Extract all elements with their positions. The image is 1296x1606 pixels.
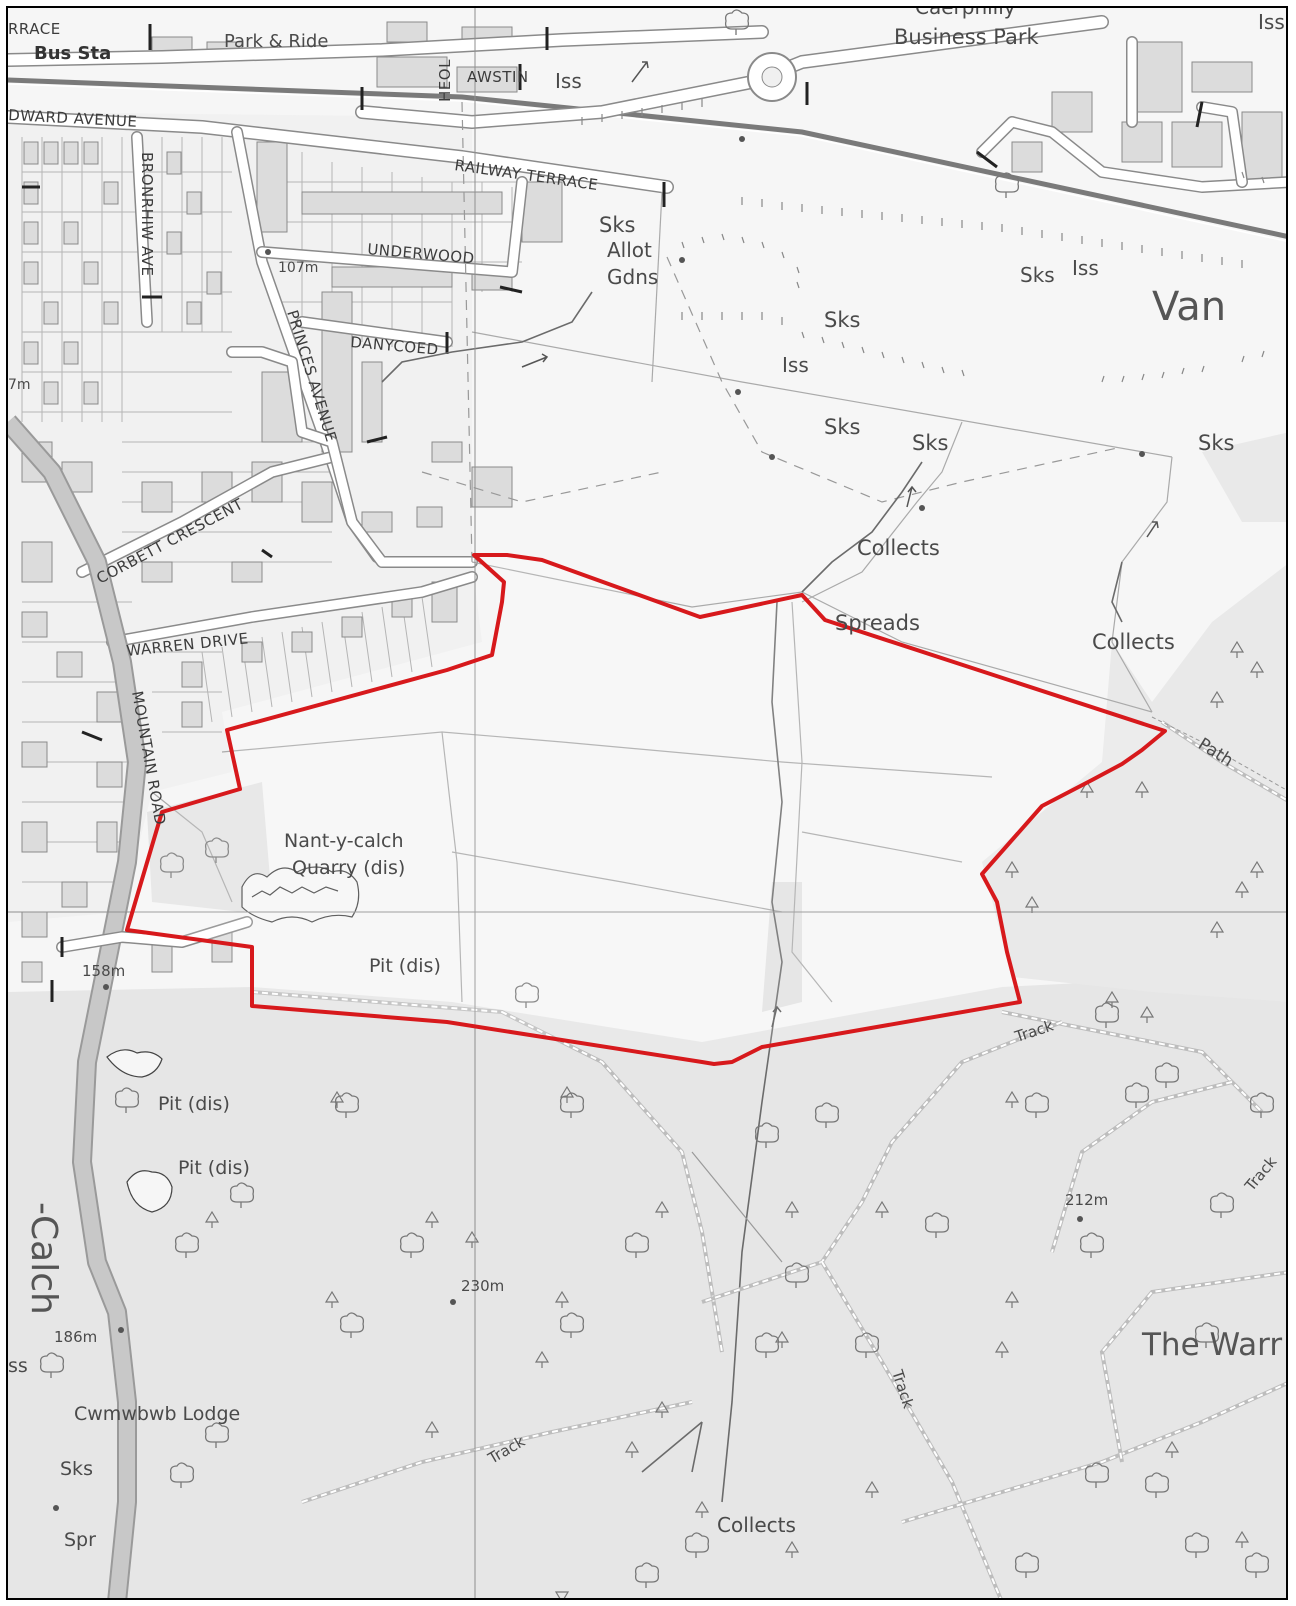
label-quarry-1: Nant-y-calch [284, 830, 404, 852]
label-spot-230: 230m [461, 1277, 504, 1295]
label-spot-186: 186m [54, 1328, 97, 1346]
railway-line [8, 77, 1286, 242]
label-awstin: AWSTIN [467, 68, 529, 86]
grid-lines [8, 8, 1286, 1598]
footpath [691, 716, 1286, 1263]
label-iss-top-right: Iss [1258, 10, 1285, 34]
tree-symbols [39, 9, 1275, 1598]
label-quarry-2: Quarry (dis) [292, 857, 405, 879]
label-iss-1: Iss [1072, 256, 1099, 280]
label-m-left: 7m [8, 377, 31, 393]
label-spr: Spr [64, 1529, 96, 1551]
label-van: Van [1152, 284, 1226, 330]
dashed-boundaries [421, 101, 1123, 563]
label-railway-terrace-left: RRACE [8, 20, 61, 38]
streams [381, 291, 1123, 1503]
label-pit-2: Pit (dis) [158, 1093, 230, 1115]
buildings [21, 21, 1283, 983]
label-lodge: Cwmwbwb Lodge [74, 1403, 240, 1425]
label-business-park-top: Caerphilly [915, 8, 1016, 19]
label-spot-212: 212m [1065, 1191, 1108, 1209]
road-end-markers [22, 24, 1204, 1002]
road-network [8, 15, 1286, 1598]
label-heol: HEOL [436, 59, 454, 102]
label-iss-2: Iss [782, 353, 809, 377]
label-pit-1: Pit (dis) [369, 955, 441, 977]
label-business-park: Business Park [894, 25, 1040, 49]
tracks [251, 720, 1286, 1598]
label-park-and-ride: Park & Ride [224, 31, 328, 52]
label-pit-3: Pit (dis) [178, 1157, 250, 1179]
label-allot: Allot [607, 238, 652, 262]
label-collects-1: Collects [857, 536, 940, 560]
label-bronrhiw-ave: BRONRHIW AVE [138, 152, 156, 277]
property-plots [21, 137, 522, 883]
label-sks-1: Sks [1020, 263, 1055, 287]
label-spot-158: 158m [82, 962, 125, 980]
label-spreads: Spreads [835, 611, 920, 635]
label-the-warren: The Warr [1141, 1327, 1282, 1363]
label-gdns: Gdns [607, 265, 658, 289]
label-ss: ss [8, 1355, 28, 1377]
label-sks-allot: Sks [599, 213, 635, 237]
label-collects-2: Collects [1092, 630, 1175, 654]
site-boundary[interactable] [125, 553, 1167, 1066]
flow-arrows [521, 61, 1159, 1028]
label-iss-top-1: Iss [555, 69, 582, 93]
label-collects-3: Collects [717, 1513, 796, 1537]
label-sks-4: Sks [912, 431, 948, 455]
label-spot-107: 107m [278, 260, 318, 276]
os-map[interactable]: RRACE Bus Sta Park & Ride HEOL AWSTIN Is… [8, 8, 1288, 1600]
label-sks-2: Sks [824, 308, 860, 332]
map-frame[interactable]: RRACE Bus Sta Park & Ride HEOL AWSTIN Is… [6, 6, 1288, 1600]
woodland-area [8, 432, 1286, 1598]
slope-marks [581, 99, 1265, 383]
label-sks-3: Sks [824, 415, 860, 439]
quarry-rock-marks [106, 866, 360, 1213]
label-bus-station: Bus Sta [34, 43, 111, 64]
label-sks-5: Sks [1198, 431, 1234, 455]
spot-points [53, 136, 1145, 1511]
label-sks-6: Sks [60, 1458, 93, 1480]
field-boundaries [151, 191, 1173, 1003]
label-calch: -Calch [23, 1202, 64, 1315]
